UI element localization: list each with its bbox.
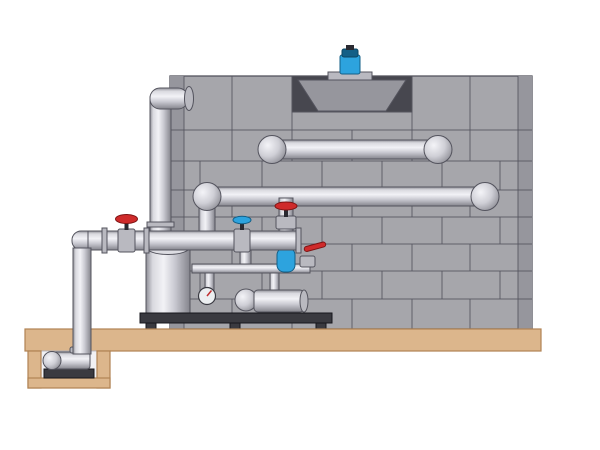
suction-flange-1 — [101, 227, 108, 254]
motor-end-cap — [299, 289, 309, 313]
gate-valve-stem-red — [124, 219, 129, 230]
floor-slab — [24, 328, 542, 352]
gate-valve-red-handwheel — [115, 214, 138, 224]
level-sensor — [327, 45, 373, 81]
branch-valve-stem — [284, 206, 288, 217]
sensor-tip — [346, 45, 354, 50]
sump-pump-end-cap — [42, 351, 62, 370]
gate-valve-stem-blue — [240, 220, 244, 230]
drain-valve-red-lever — [303, 241, 327, 252]
drain-valve-body — [299, 255, 316, 268]
suction-flange-3 — [295, 227, 302, 254]
gate-valve-body-red — [117, 228, 136, 253]
skid-foot-left — [145, 322, 157, 330]
pit-floor — [27, 377, 111, 389]
standpipe-elbow — [149, 87, 189, 110]
riser-pipe — [72, 247, 92, 355]
pump-riser — [269, 272, 280, 291]
branch-valve-body — [275, 215, 297, 230]
right-corner-column — [518, 76, 532, 329]
middle-pipe-run — [206, 186, 486, 207]
sensor-body — [339, 54, 361, 75]
standpipe-ring — [146, 221, 175, 228]
standpipe-flange — [184, 86, 194, 111]
middle-header-pipe — [192, 182, 500, 237]
skid-foot-middle — [229, 322, 241, 330]
pump-motor — [253, 289, 305, 313]
upper-pipe-left-elbow — [257, 135, 287, 164]
pressure-tank — [276, 247, 296, 273]
middle-pipe-left-elbow — [192, 182, 222, 211]
drain-lever-valve — [299, 241, 327, 268]
upper-header-pipe — [257, 135, 453, 164]
branch-valve-red-handwheel — [274, 201, 298, 211]
sump-pump-plinth — [43, 368, 95, 379]
standpipe — [146, 86, 194, 235]
sump-pump — [42, 346, 95, 379]
suction-flange-2 — [143, 227, 150, 254]
sensor-cap — [341, 48, 359, 58]
middle-pipe-right-elbow — [470, 182, 500, 211]
gate-valve-blue-handwheel — [232, 215, 252, 225]
standpipe-vertical — [149, 96, 172, 235]
separator-vessel — [145, 246, 191, 314]
upper-pipe-right-elbow — [423, 135, 453, 164]
gate-valve-body-blue — [233, 228, 251, 253]
suction-header — [71, 214, 302, 254]
skid-base-frame — [139, 312, 333, 324]
skid-foot-right — [315, 322, 327, 330]
upper-pipe-run — [271, 139, 439, 160]
gauge-needle — [206, 290, 213, 297]
